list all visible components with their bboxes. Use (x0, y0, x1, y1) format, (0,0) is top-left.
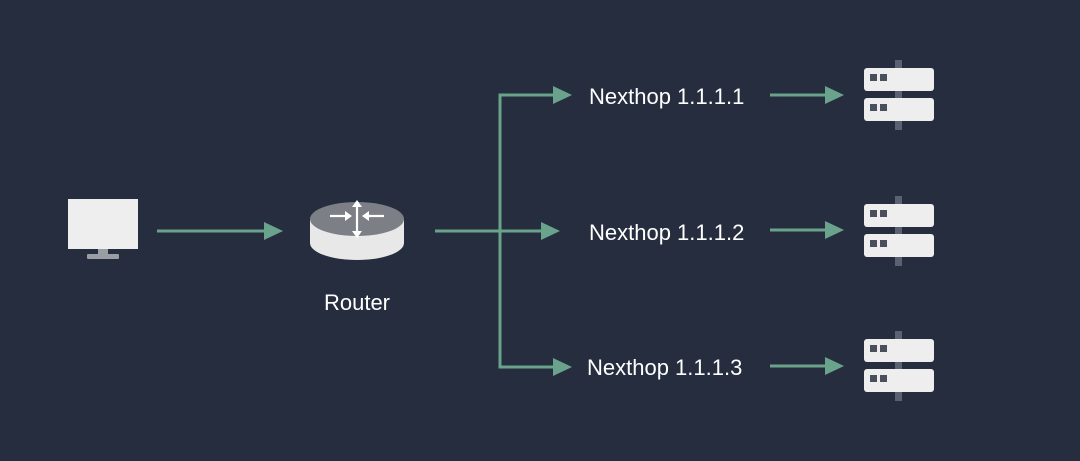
router-to-nexthops-connector (435, 86, 572, 376)
server-icon (864, 60, 934, 130)
nexthop-to-server-arrow-2 (770, 221, 844, 239)
nexthop-label-3: Nexthop 1.1.1.3 (587, 355, 742, 380)
router-icon (310, 200, 404, 260)
client-to-router-arrow (157, 222, 283, 240)
nexthop-to-server-arrow-1 (770, 86, 844, 104)
router-label: Router (324, 290, 390, 315)
nexthop-label-1: Nexthop 1.1.1.1 (589, 84, 744, 109)
router-arrows-icon (330, 200, 384, 238)
server-icon (864, 196, 934, 266)
monitor-icon (68, 199, 138, 259)
nexthop-to-server-arrow-3 (770, 357, 844, 375)
server-icon (864, 331, 934, 401)
nexthop-label-2: Nexthop 1.1.1.2 (589, 220, 744, 245)
